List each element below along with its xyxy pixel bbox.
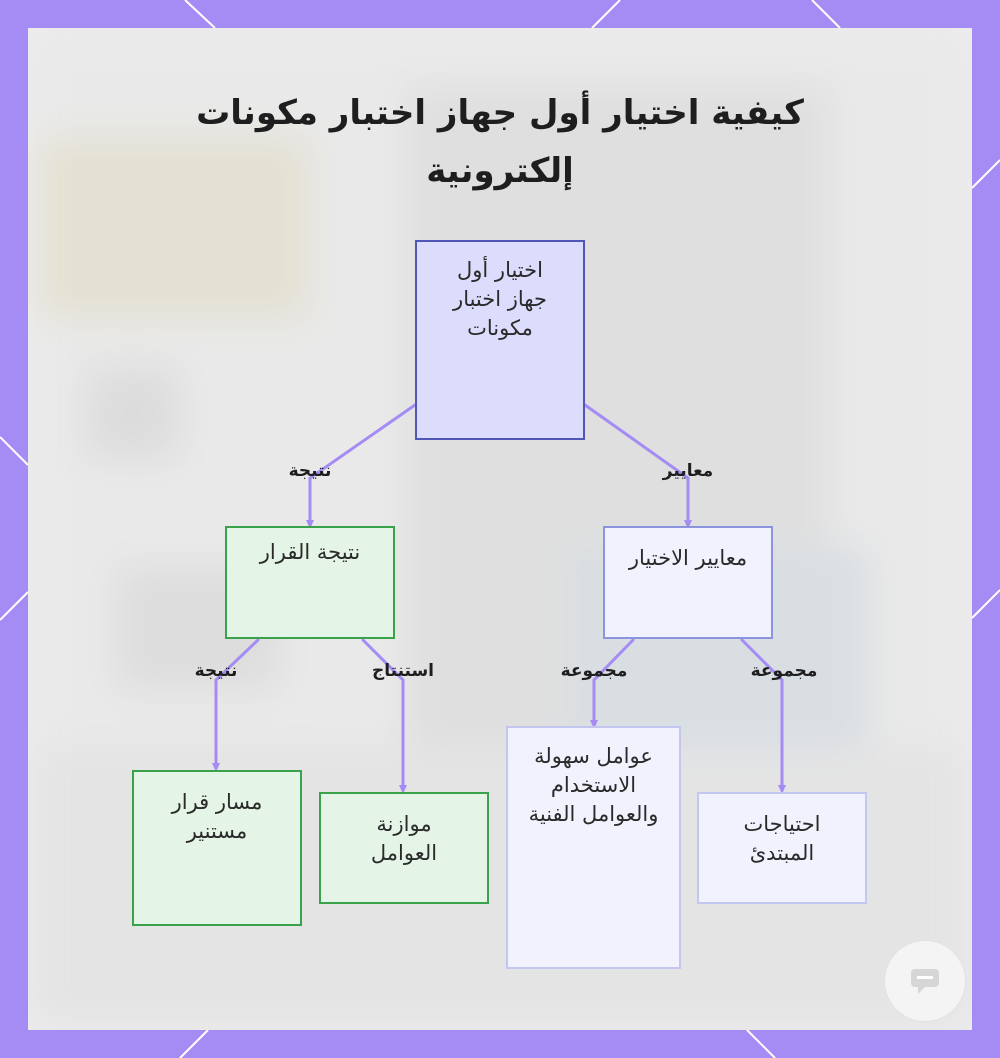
node-criteria-label: معايير الاختيار [628,546,748,570]
node-root: اختيار أول جهاز اختبار مكونات [415,240,585,440]
edge-label-root-decision: نتيجة [288,461,332,481]
node-beginner-needs: احتياجات المبتدئ [697,792,867,904]
node-informed-path-label: مسار قرار مستنير [171,790,263,843]
node-weigh-factors-label: موازنة العوامل [370,812,438,865]
edge-label-decision-path: نتيجة [194,661,238,681]
chat-logo-icon [884,940,966,1022]
edge-criteria-needs [740,638,786,794]
node-decision: نتيجة القرار [225,526,395,639]
node-decision-label: نتيجة القرار [259,540,361,564]
edge-criteria-usability [590,638,635,729]
edge-root-decision [306,403,417,529]
node-root-label: اختيار أول جهاز اختبار مكونات [453,258,547,340]
diagram-title: كيفية اختيار أول جهاز اختبار مكونات إلكت… [196,93,804,191]
node-usability-factors-label: عوامل سهولة الاستخدام والعوامل الفنية [528,744,659,826]
edge-label-criteria-usability: مجموعة [560,661,628,681]
node-criteria: معايير الاختيار [603,526,773,639]
edge-root-criteria [583,403,692,529]
node-usability-factors: عوامل سهولة الاستخدام والعوامل الفنية [506,726,681,969]
node-beginner-needs-label: احتياجات المبتدئ [743,812,821,865]
edge-label-decision-weigh: استنتاج [372,661,434,681]
edge-decision-path [212,638,260,772]
edge-label-root-criteria: معايير [662,461,714,481]
node-weigh-factors: موازنة العوامل [319,792,489,904]
node-informed-path: مسار قرار مستنير [132,770,302,926]
edge-label-criteria-needs: مجموعة [750,661,818,681]
edge-decision-weigh [361,638,407,794]
